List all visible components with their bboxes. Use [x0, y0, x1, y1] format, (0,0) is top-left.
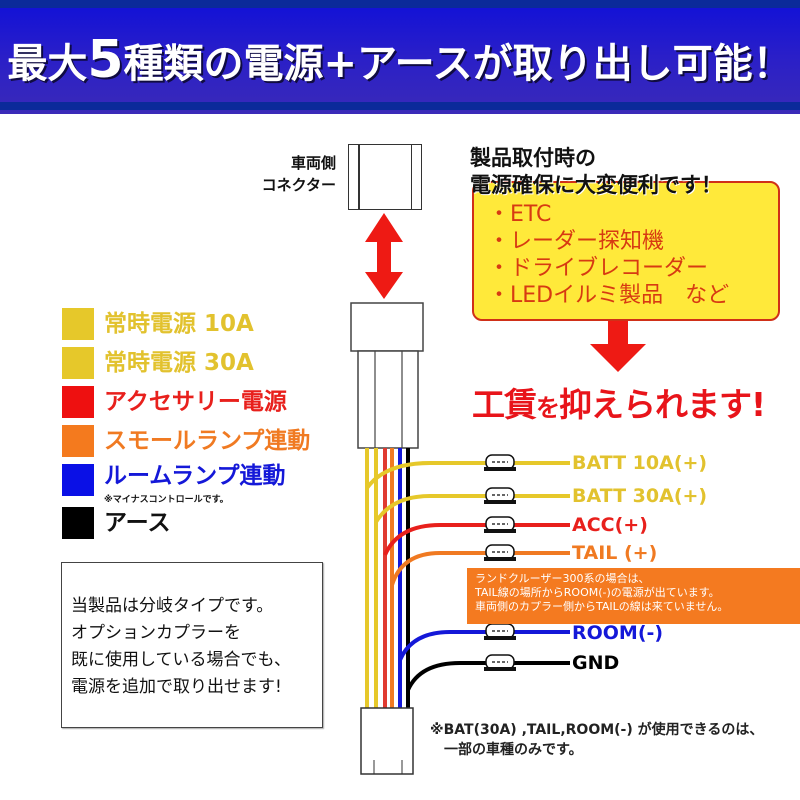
list-item: ・ETC — [488, 202, 552, 227]
product-note-box: 当製品は分岐タイプです。 オプションカプラーを 既に使用している場合でも、 電源… — [61, 562, 323, 728]
list-item: ・LEDイルミ製品 など — [488, 283, 730, 308]
banner-title-suffix: 種類の電源+アースが取り出し可能！ — [123, 41, 793, 87]
legend-swatch-black — [62, 507, 94, 539]
info-panel-title-line2: 電源確保に大変便利です！ — [470, 173, 722, 197]
vehicle-connector-label-line2: コネクター — [261, 176, 336, 194]
vehicle-connector-label: 車両側 コネクター — [232, 152, 336, 196]
vehicle-connector-icon — [348, 144, 422, 210]
vertical-wires — [365, 448, 410, 708]
branch-wires — [365, 461, 570, 691]
legend-swatch-yellow — [62, 347, 94, 379]
legend-swatch-blue — [62, 464, 94, 496]
legend-swatch-orange — [62, 425, 94, 457]
bottom-connector-icon — [360, 707, 414, 775]
availability-footnote: ※BAT(30A) ,TAIL,ROOM(-) が使用できるのは、 一部の車種の… — [430, 722, 764, 758]
fuse-tap-icons — [484, 454, 516, 671]
banner-title-number: 5 — [87, 30, 124, 90]
banner-title: 最大5種類の電源+アースが取り出し可能！ — [0, 30, 800, 90]
list-item: ・ドライブレコーダー — [488, 256, 709, 281]
legend-swatch-yellow — [62, 308, 94, 340]
wire-label-room: ROOM(-) — [572, 622, 664, 644]
header-banner: 最大5種類の電源+アースが取り出し可能！ — [0, 0, 800, 114]
compatible-devices-box: ・ETC ・レーダー探知機 ・ドライブレコーダー ・LEDイルミ製品 など — [472, 181, 780, 321]
harness-connector-icon — [350, 302, 424, 449]
vehicle-connector-label-line1: 車両側 — [290, 154, 336, 172]
info-panel-title: 製品取付時の — [470, 146, 596, 170]
wire-label-batt10a: BATT 10A(+) — [572, 452, 708, 474]
cost-message: 工賃を抑えられます! — [472, 385, 766, 424]
banner-top-stripe — [0, 0, 800, 8]
wire-label-batt30a: BATT 30A(+) — [572, 485, 708, 507]
landcruiser-note: ランドクルーザー300系の場合は、 TAIL線の場所からROOM(-)の電源が出… — [467, 568, 800, 624]
down-arrow-icon — [590, 318, 646, 372]
legend-swatch-red — [62, 386, 94, 418]
double-arrow-icon — [365, 213, 403, 299]
banner-bottom-stripe — [0, 102, 800, 110]
list-item: ・レーダー探知機 — [488, 229, 665, 254]
wire-label-gnd: GND — [572, 652, 620, 674]
wire-label-tail: TAIL (+) — [572, 542, 658, 564]
wire-label-acc: ACC(+) — [572, 514, 648, 536]
banner-title-prefix: 最大 — [7, 41, 88, 87]
compatible-devices-list: ・ETC ・レーダー探知機 ・ドライブレコーダー ・LEDイルミ製品 など — [488, 201, 729, 309]
